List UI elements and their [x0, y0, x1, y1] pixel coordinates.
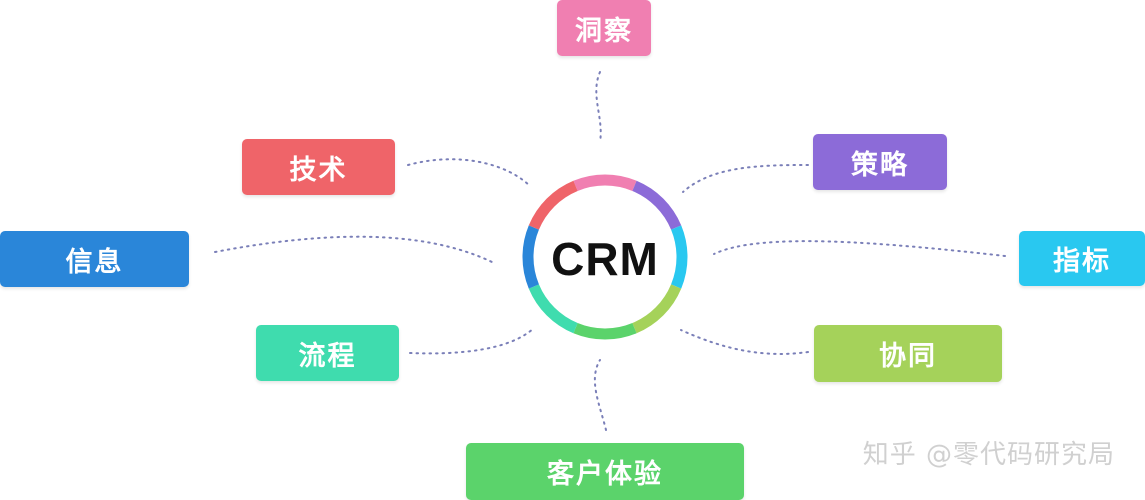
node-metrics: 指标: [1019, 231, 1145, 286]
ring-segment: [528, 180, 578, 230]
dotted-connector: [409, 327, 535, 355]
node-strategy: 策略: [813, 134, 947, 190]
node-tech: 技术: [242, 139, 395, 195]
node-insight: 洞察: [557, 0, 651, 56]
ring-segment: [632, 180, 682, 230]
dotted-connector: [214, 235, 493, 263]
ring-segment: [573, 174, 637, 192]
ring-segment: [528, 284, 578, 334]
dotted-connector: [407, 158, 531, 187]
node-cx: 客户体验: [466, 443, 744, 500]
watermark: 知乎 @零代码研究局: [862, 440, 1115, 470]
dotted-connector: [713, 240, 1006, 257]
dotted-connector: [595, 71, 602, 143]
crm-ring: [522, 174, 688, 340]
node-collab: 协同: [814, 325, 1002, 382]
ring-segment: [670, 225, 688, 289]
dotted-connector: [680, 329, 809, 355]
ring-segment: [522, 225, 540, 289]
node-info: 信息: [0, 231, 189, 287]
node-process: 流程: [256, 325, 399, 381]
ring-segment: [573, 322, 637, 340]
dotted-connector: [593, 359, 607, 431]
crm-center-label: CRM: [551, 233, 659, 285]
ring-segment: [632, 284, 682, 334]
dotted-connector: [682, 164, 809, 193]
